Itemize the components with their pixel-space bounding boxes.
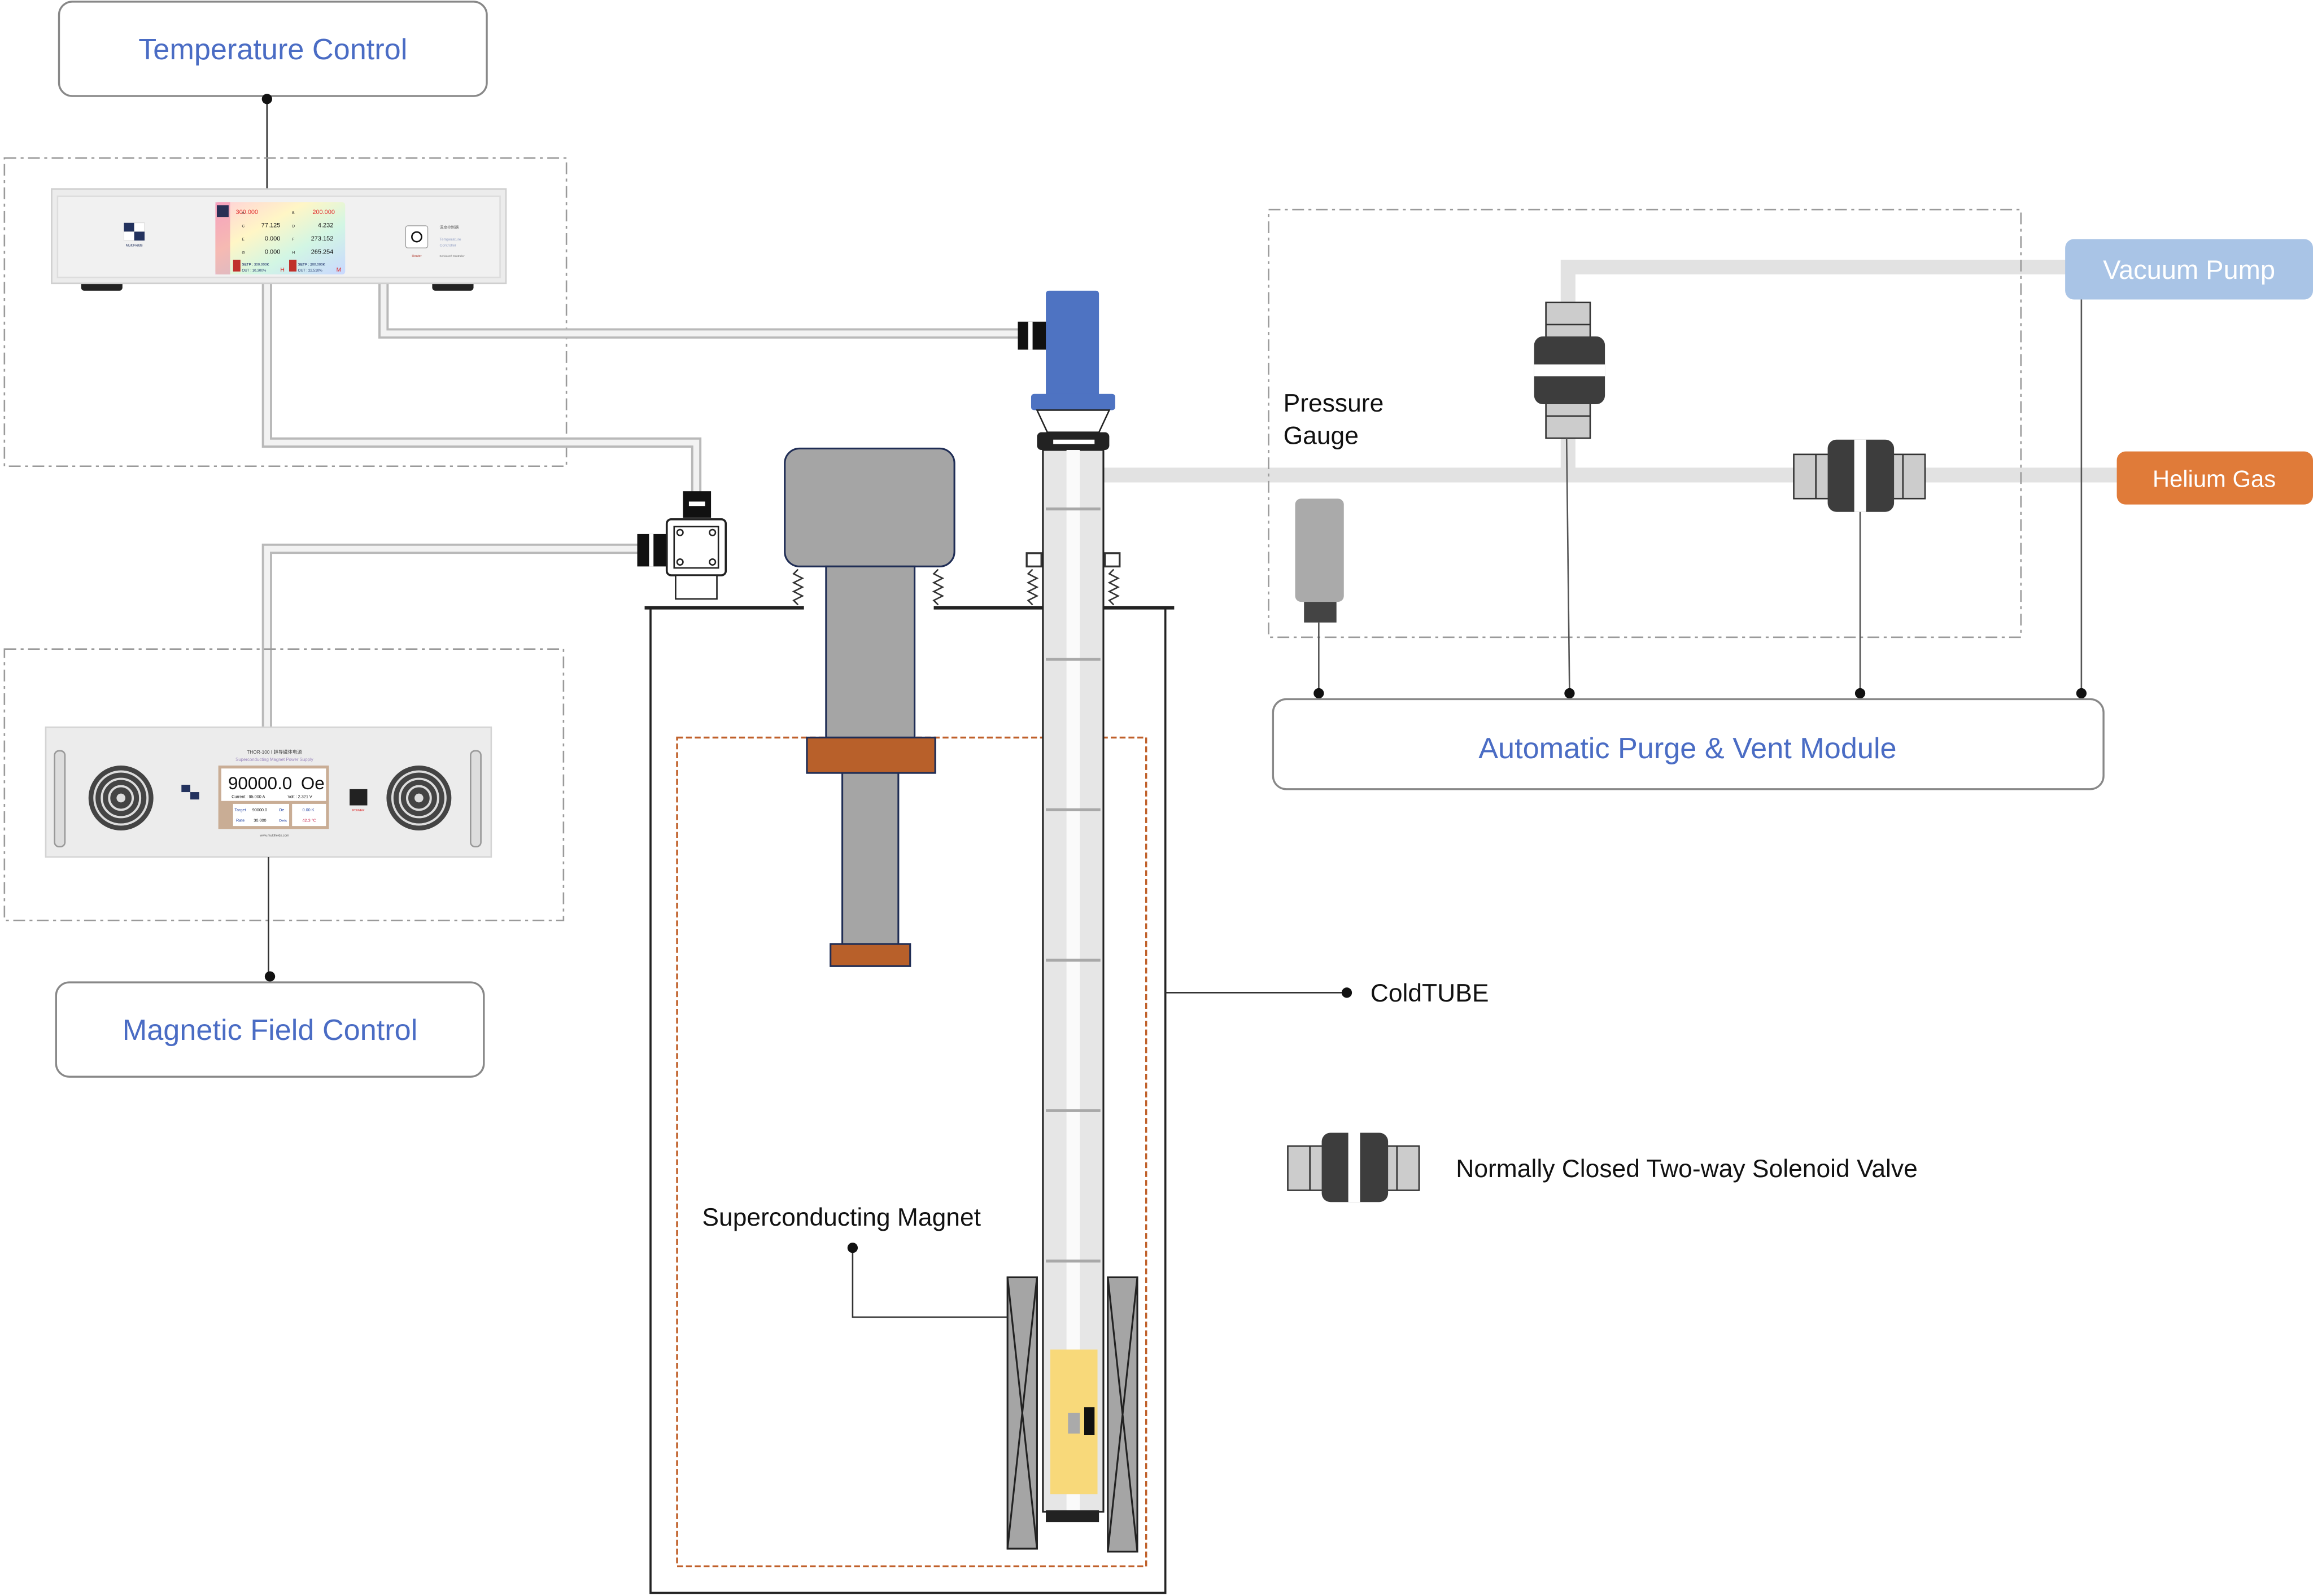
fan-left-icon: [88, 766, 154, 830]
magnet-coils: [1006, 1276, 1138, 1553]
magnet-insert: [784, 447, 955, 967]
connector-dot: [264, 971, 276, 982]
svg-text:4.232: 4.232: [318, 222, 333, 229]
svg-text:G: G: [242, 251, 245, 255]
fan-right-icon: [386, 766, 452, 830]
purge-vent-module-box[interactable]: Automatic Purge & Vent Module: [1272, 698, 2105, 790]
svg-text:90000.0: 90000.0: [252, 807, 267, 812]
svg-text:265.254: 265.254: [311, 249, 334, 256]
sample-probe: [1018, 290, 1115, 1523]
temperature-controller-device: MultiFields 300.000 200.000 77.125 4.232…: [51, 188, 507, 291]
pressure-gauge-label-2: Gauge: [1284, 422, 1359, 450]
svg-text:Oe: Oe: [279, 807, 285, 812]
svg-text:D: D: [292, 225, 295, 229]
svg-text:Controller: Controller: [439, 244, 456, 248]
svg-text:A: A: [242, 211, 245, 215]
svg-text:H: H: [280, 267, 285, 273]
svg-text:Current : 95.000 A: Current : 95.000 A: [232, 794, 265, 799]
svg-text:OUT : 22.510%: OUT : 22.510%: [298, 269, 322, 273]
svg-text:77.125: 77.125: [261, 222, 281, 229]
temperature-control-label: Temperature Control: [138, 33, 407, 66]
svg-text:30.000: 30.000: [254, 817, 266, 823]
svg-text:Oe: Oe: [301, 773, 325, 793]
vacuum-pipe: [1560, 260, 2068, 475]
solenoid-valve-helium[interactable]: [1793, 439, 1926, 512]
svg-text:C: C: [242, 225, 245, 229]
helium-gas-label: Helium Gas: [2153, 465, 2276, 492]
svg-text:MultiFields: MultiFields: [126, 244, 143, 248]
svg-text:Rate: Rate: [236, 817, 245, 823]
connector-dot: [261, 94, 272, 104]
electrical-feedthrough: [637, 491, 727, 600]
probe-cable: [380, 283, 1021, 336]
svg-text:M: M: [337, 267, 342, 273]
temp-controller-group: [3, 157, 568, 467]
svg-text:0.000: 0.000: [265, 249, 280, 256]
helium-gas-box[interactable]: Helium Gas: [2116, 451, 2313, 505]
temperature-control-box[interactable]: Temperature Control: [58, 1, 488, 97]
svg-text:F: F: [292, 238, 294, 242]
temperature-display-screen: 300.000 200.000 77.125 4.232 0.000 273.1…: [215, 202, 346, 275]
magnet-cable: [264, 545, 640, 728]
svg-text:0.000: 0.000: [265, 235, 280, 242]
svg-text:温度控制器: 温度控制器: [439, 225, 459, 230]
magnet-power-supply-device: THOR-100 I 超导磁体电源 Superconducting Magnet…: [45, 726, 492, 858]
magnetic-field-control-box[interactable]: Magnetic Field Control: [55, 981, 485, 1078]
svg-text:42.3 °C: 42.3 °C: [303, 817, 316, 823]
svg-text:200.000: 200.000: [312, 209, 335, 216]
svg-text:H: H: [292, 251, 295, 255]
coldtube-label: ColdTUBE: [1371, 980, 1489, 1007]
power-switch[interactable]: [350, 789, 368, 806]
svg-text:THOR-100 I 超导磁体电源: THOR-100 I 超导磁体电源: [247, 749, 302, 755]
legend-valve-label: Normally Closed Two-way Solenoid Valve: [1456, 1155, 1917, 1183]
svg-text:Target: Target: [234, 807, 246, 812]
heater-button[interactable]: [405, 225, 429, 248]
magnetic-field-control-label: Magnetic Field Control: [123, 1014, 418, 1047]
temp-cable: [264, 283, 700, 493]
spring-icons: [792, 552, 1121, 606]
svg-text:273.152: 273.152: [311, 235, 334, 242]
brand-logo: MultiFields: [124, 222, 145, 248]
svg-text:Temperature: Temperature: [439, 238, 461, 242]
superconducting-magnet-label: Superconducting Magnet: [702, 1204, 981, 1231]
svg-text:E: E: [242, 238, 245, 242]
svg-text:300.000: 300.000: [235, 209, 258, 216]
svg-text:Heater: Heater: [412, 255, 421, 258]
svg-text:SETP : 200.000K: SETP : 200.000K: [298, 263, 326, 266]
vacuum-pump-label: Vacuum Pump: [2103, 255, 2275, 285]
legend-valve-icon: [1287, 1132, 1420, 1203]
pressure-gauge-label: Pressure: [1284, 390, 1384, 417]
svg-text:www.multifields.com: www.multifields.com: [259, 834, 289, 837]
solenoid-valve-vacuum[interactable]: [1534, 301, 1605, 439]
svg-text:POWER: POWER: [352, 809, 365, 812]
svg-text:OUT : 10.300%: OUT : 10.300%: [242, 269, 266, 273]
svg-text:90000.0: 90000.0: [228, 773, 292, 793]
svg-text:Superconducting Magnet Power S: Superconducting Magnet Power Supply: [235, 757, 313, 762]
magnet-psu-group: [3, 648, 565, 921]
svg-text:0.00 K: 0.00 K: [303, 807, 315, 812]
svg-text:B: B: [292, 211, 295, 215]
svg-text:Oe/s: Oe/s: [279, 819, 287, 823]
purge-vent-module-label: Automatic Purge & Vent Module: [1478, 732, 1896, 765]
svg-text:SETP : 300.000K: SETP : 300.000K: [242, 263, 269, 266]
vacuum-pump-box[interactable]: Vacuum Pump: [2065, 239, 2313, 300]
svg-text:Kelvinion® Controller: Kelvinion® Controller: [439, 254, 465, 257]
pressure-gauge: [1295, 499, 1344, 623]
svg-text:Volt : 2.321 V: Volt : 2.321 V: [287, 794, 312, 799]
